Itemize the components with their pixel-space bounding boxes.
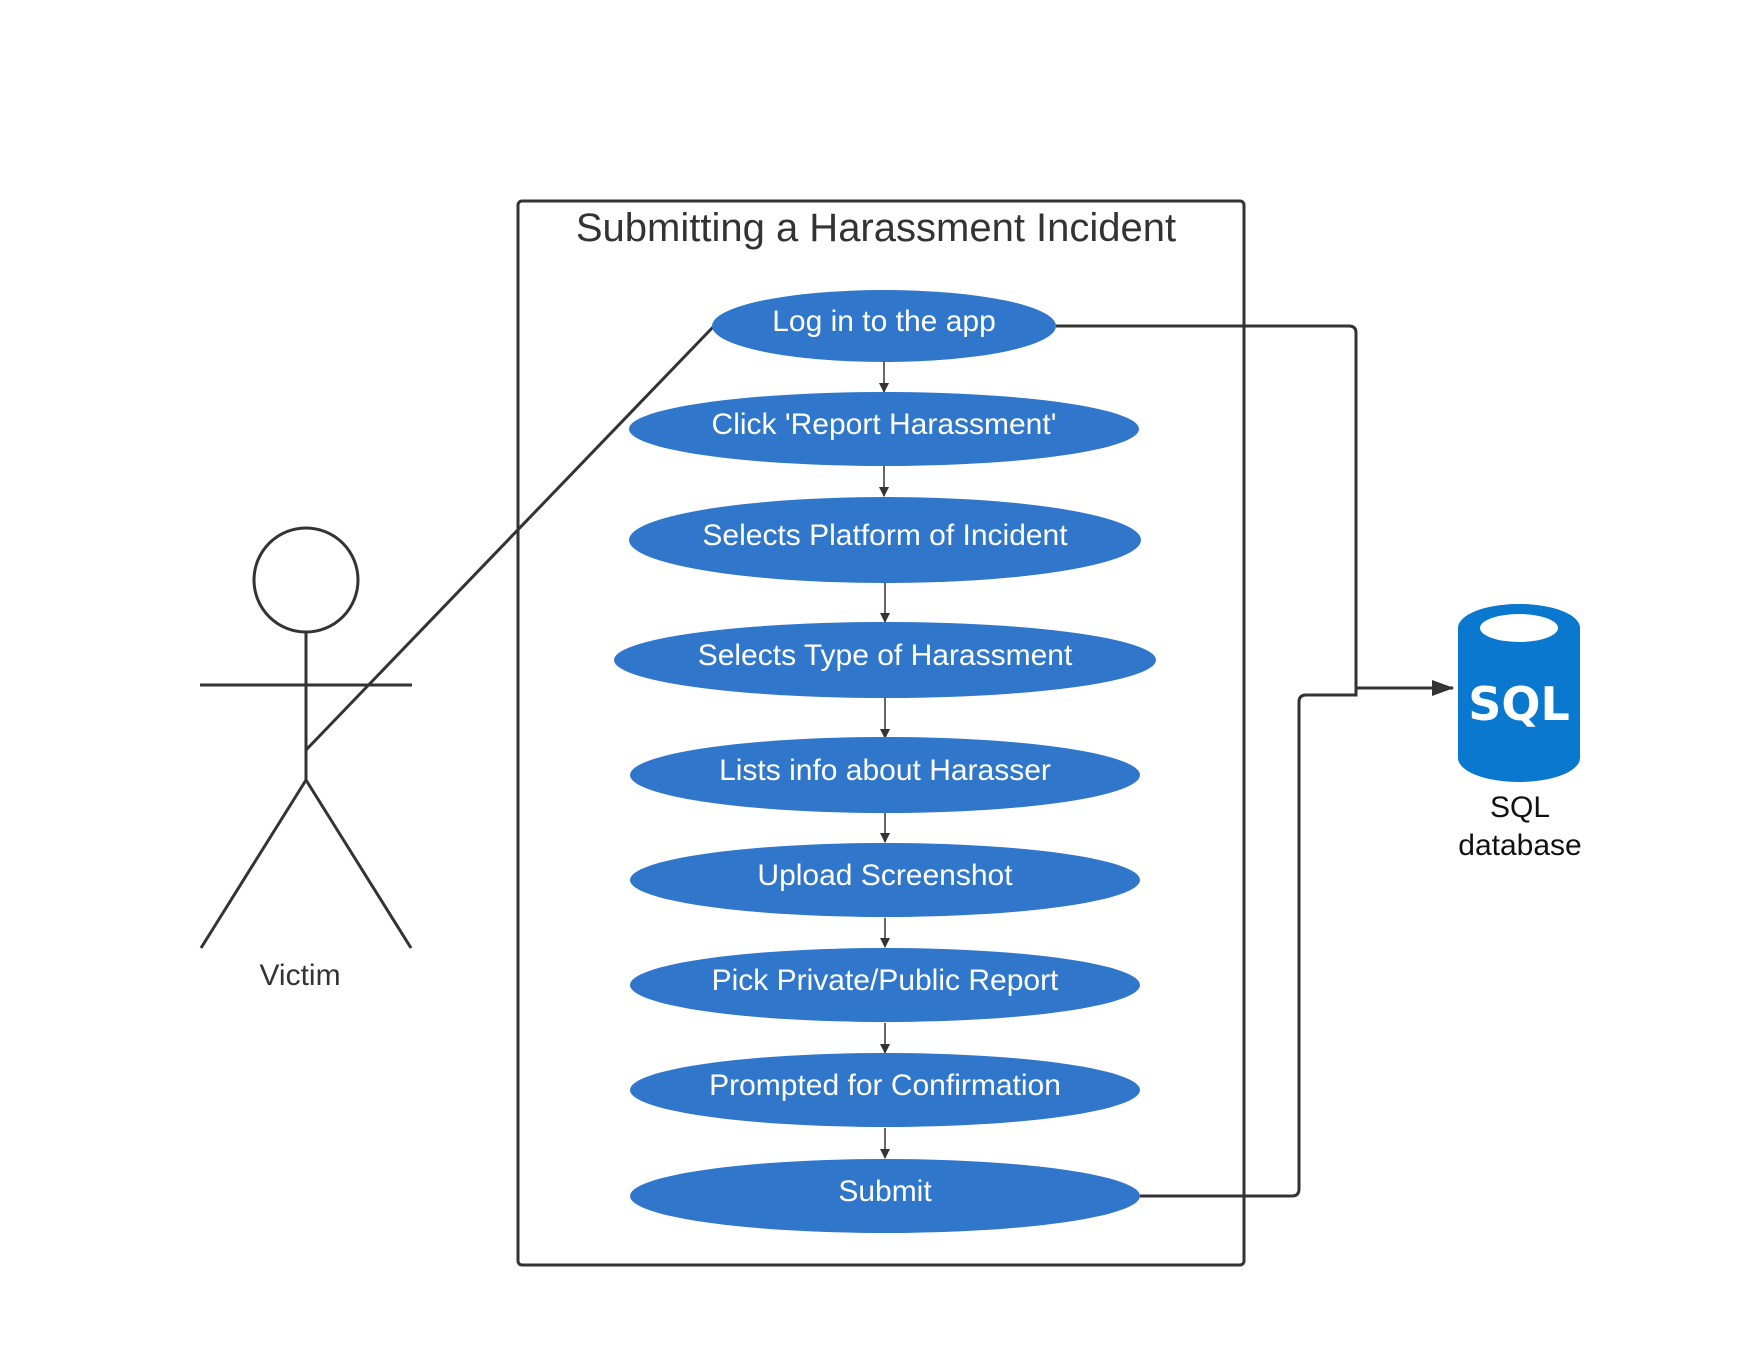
database-label-line2: database	[1458, 829, 1581, 862]
actor-left-leg	[199, 779, 308, 949]
use-case-shape[interactable]	[630, 1159, 1140, 1233]
submit-to-database-connector	[1140, 688, 1358, 1198]
use-case-label: Click 'Report Harassment'	[712, 408, 1057, 441]
use-case-label: Prompted for Confirmation	[709, 1069, 1061, 1102]
actor-victim	[199, 526, 413, 949]
use-case-harasser-info[interactable]: Lists info about Harasser	[630, 737, 1140, 813]
actor-label: Victim	[259, 959, 340, 992]
flow-arrows	[879, 362, 890, 1159]
actor-association-line	[304, 324, 716, 752]
use-case-label: Submit	[838, 1175, 932, 1208]
system-title: Submitting a Harassment Incident	[576, 206, 1176, 250]
login-to-database-connector-path	[1056, 324, 1454, 696]
use-case-shape[interactable]	[630, 843, 1140, 917]
use-case-shape[interactable]	[630, 1053, 1140, 1127]
use-case-confirmation[interactable]: Prompted for Confirmation	[630, 1053, 1140, 1127]
use-case-shape[interactable]	[614, 622, 1156, 698]
use-case-shape[interactable]	[712, 290, 1056, 362]
use-case-label: Pick Private/Public Report	[712, 964, 1059, 997]
use-case-login[interactable]: Log in to the app	[712, 290, 1056, 362]
system-boundary	[516, 199, 1246, 1267]
use-case-submit[interactable]: Submit	[630, 1159, 1140, 1233]
database-label-line1: SQL	[1490, 791, 1550, 824]
use-case-shape[interactable]	[630, 948, 1140, 1022]
use-case-shape[interactable]	[629, 497, 1141, 583]
actor-head	[252, 526, 360, 634]
use-case-label: Selects Type of Harassment	[698, 639, 1073, 672]
use-case-label: Upload Screenshot	[757, 859, 1013, 892]
use-case-upload-screenshot[interactable]: Upload Screenshot	[630, 843, 1140, 917]
use-case-label: Lists info about Harasser	[719, 754, 1051, 787]
use-case-shape[interactable]	[630, 737, 1140, 813]
use-case-select-type[interactable]: Selects Type of Harassment	[614, 622, 1156, 698]
database-cylinder-top-inner	[1480, 614, 1558, 642]
use-case-shape[interactable]	[629, 392, 1139, 466]
database-cylinder-icon: SQL	[1458, 604, 1580, 782]
use-case-click-report[interactable]: Click 'Report Harassment'	[629, 392, 1139, 466]
use-case-select-platform[interactable]: Selects Platform of Incident	[629, 497, 1141, 583]
use-case-label: Selects Platform of Incident	[702, 519, 1068, 552]
use-case-label: Log in to the app	[772, 305, 996, 338]
use-case-private-public[interactable]: Pick Private/Public Report	[630, 948, 1140, 1022]
database-logo-text: SQL	[1468, 677, 1570, 731]
actor-right-leg	[304, 779, 413, 949]
